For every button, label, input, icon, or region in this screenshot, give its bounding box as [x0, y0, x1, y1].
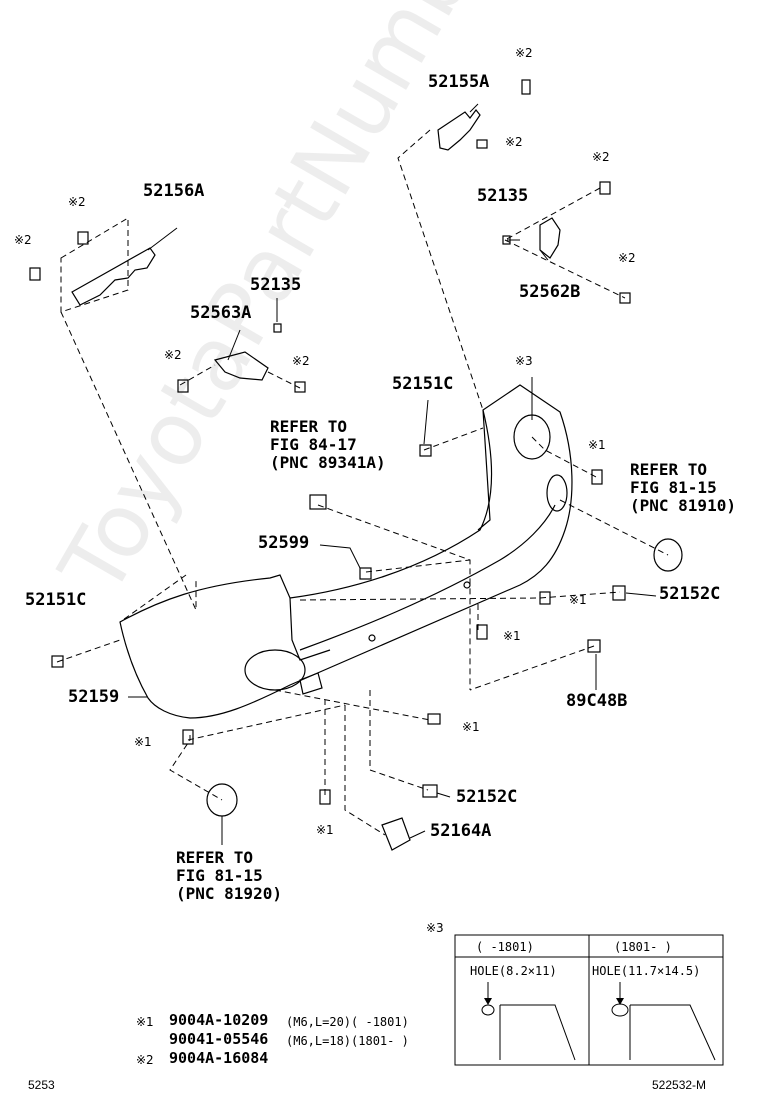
page-number: 5253 — [28, 1078, 55, 1092]
part-label-52152C-bottom: 52152C — [456, 787, 518, 807]
legend-code-3: 9004A-16084 — [169, 1049, 269, 1067]
part-label-52164A: 52164A — [430, 821, 492, 841]
mark-1: ※1 — [588, 438, 606, 452]
mark-2: ※2 — [292, 354, 310, 368]
detail-col2-header: (1801- ) — [614, 940, 672, 954]
detail-col1-hole: HOLE(8.2×11) — [470, 964, 557, 978]
detail-col1-header: ( -1801) — [476, 940, 534, 954]
part-label-52152C-right: 52152C — [659, 584, 721, 604]
part-label-52562B: 52562B — [519, 282, 581, 302]
mark-1: ※1 — [316, 823, 334, 837]
mark-1: ※1 — [134, 735, 152, 749]
mark-2: ※2 — [592, 150, 610, 164]
legend-spec-2: (M6,L=18)(1801- ) — [286, 1034, 409, 1048]
part-label-52159: 52159 — [68, 687, 120, 707]
refer-note-81920: REFER TO FIG 81-15 (PNC 81920) — [176, 848, 282, 903]
part-label-52156A: 52156A — [143, 181, 205, 201]
mark-1: ※1 — [462, 720, 480, 734]
legend-spec-1: (M6,L=20)( -1801) — [286, 1015, 409, 1029]
part-label-52135-mid: 52135 — [250, 275, 302, 295]
part-label-89C48B: 89C48B — [566, 691, 628, 711]
part-label-52563A: 52563A — [190, 303, 252, 323]
mark-1: ※1 — [569, 593, 587, 607]
mark-3: ※3 — [515, 354, 533, 368]
fasteners — [29, 79, 631, 851]
mark-2: ※2 — [68, 195, 86, 209]
part-label-52151C-left: 52151C — [25, 590, 87, 610]
bracket-52562B — [539, 217, 561, 259]
reflector-cap-right — [653, 538, 683, 572]
refer-note-89341A: REFER TO FIG 84-17 (PNC 89341A) — [270, 417, 386, 472]
legend-mark-1: ※1 — [136, 1015, 154, 1029]
mark-2: ※2 — [618, 251, 636, 265]
mark-1: ※1 — [503, 629, 521, 643]
part-label-52151C-top: 52151C — [392, 374, 454, 394]
mark-2: ※2 — [164, 348, 182, 362]
retainer-52156A — [71, 247, 156, 306]
part-label-52155A: 52155A — [428, 72, 490, 92]
part-label-52135-top: 52135 — [477, 186, 529, 206]
mark-2: ※2 — [515, 46, 533, 60]
mark-2: ※2 — [505, 135, 523, 149]
retainer-52155A — [437, 109, 481, 151]
legend-mark-2: ※2 — [136, 1053, 154, 1067]
mark-2: ※2 — [14, 233, 32, 247]
legend-code-2: 90041-05546 — [169, 1030, 269, 1048]
legend-code-1: 9004A-10209 — [169, 1011, 269, 1029]
figure-code: 522532-M — [652, 1078, 707, 1092]
detail-col2-hole: HOLE(11.7×14.5) — [592, 964, 701, 978]
bracket-52563A — [213, 351, 269, 381]
bumper-cover-52159 — [119, 384, 573, 719]
part-label-52599: 52599 — [258, 533, 310, 553]
refer-note-81910: REFER TO FIG 81-15 (PNC 81910) — [630, 460, 736, 515]
detail-mark: ※3 — [426, 921, 444, 935]
